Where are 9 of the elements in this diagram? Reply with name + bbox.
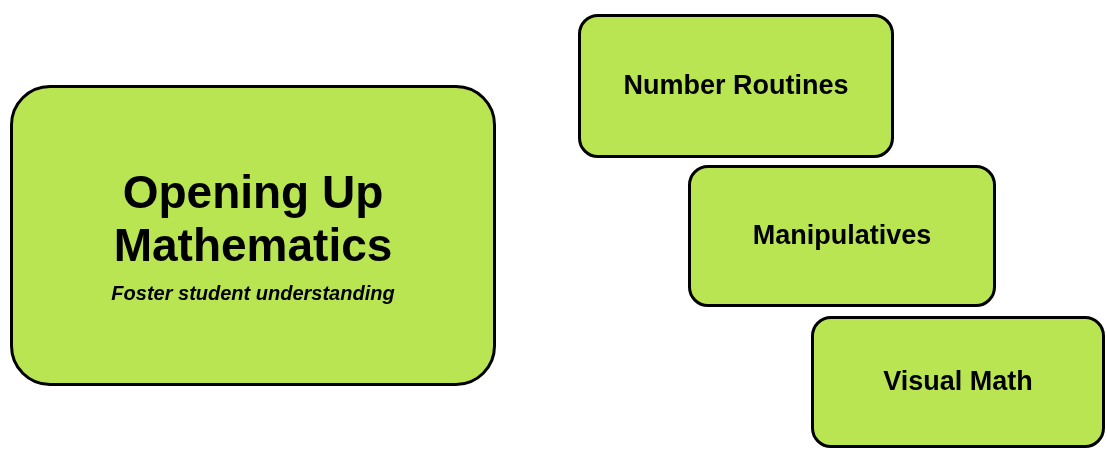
rounded-box: [688, 165, 996, 307]
rounded-box: [10, 85, 496, 386]
rounded-box: [811, 316, 1105, 448]
box-title: Opening Up Mathematics: [112, 166, 394, 272]
rounded-box: [578, 14, 894, 158]
box-title: Visual Math: [883, 366, 1033, 398]
box-title: Number Routines: [623, 70, 849, 102]
box-title: Manipulatives: [752, 220, 932, 252]
box-subtitle: Foster student understanding: [111, 281, 395, 305]
